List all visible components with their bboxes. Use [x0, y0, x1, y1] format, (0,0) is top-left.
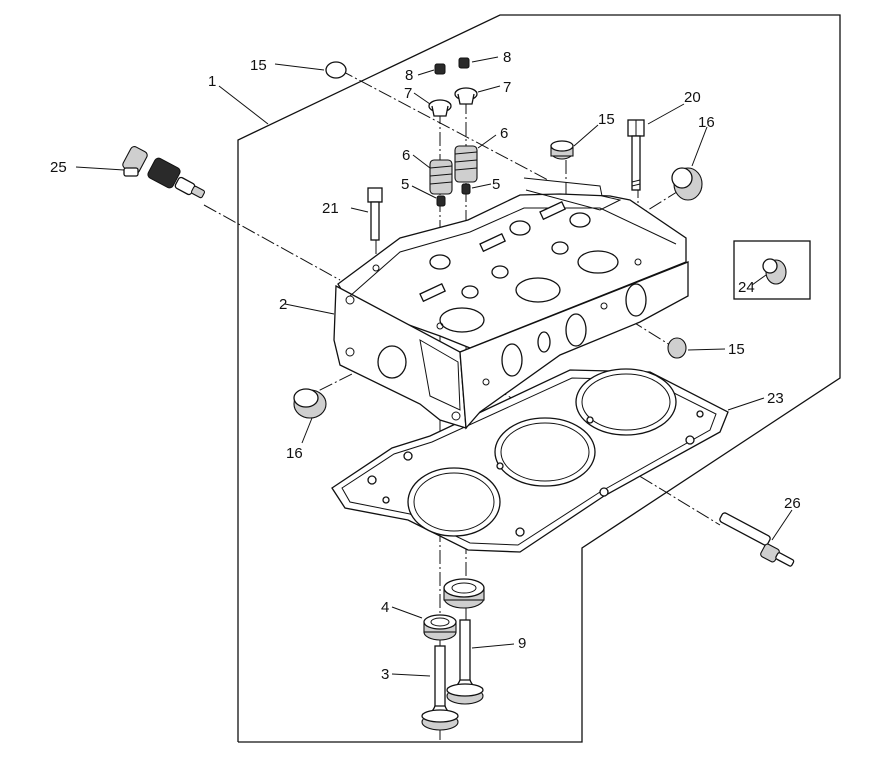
rocker-cover-gasket [523, 177, 622, 211]
sensor-25 [122, 146, 206, 199]
valve-seat-left [423, 614, 457, 641]
callout-23: 23 [767, 390, 784, 407]
callout-6-right: 6 [500, 125, 508, 142]
callout-24: 24 [738, 279, 755, 296]
callout-1: 1 [208, 73, 216, 90]
glow-plug-26 [719, 512, 795, 567]
callout-16-left: 16 [286, 445, 303, 462]
valve-stem-seal-right [461, 183, 471, 195]
callout-3: 3 [381, 666, 389, 683]
callout-6-left: 6 [402, 147, 410, 164]
valve-spring-right [454, 145, 478, 183]
callout-15-cap: 15 [598, 111, 615, 128]
leader-lines [75, 56, 793, 677]
plug-16-left [293, 388, 327, 419]
valve-9 [446, 619, 484, 705]
callout-labels: 1 2 3 4 5 5 6 6 7 7 8 8 9 15 15 15 16 16… [50, 49, 801, 683]
callout-7-left: 7 [404, 85, 412, 102]
plug-16-right [671, 167, 703, 201]
plug-15-top [325, 61, 347, 79]
valve-spring-left [429, 159, 453, 195]
cylinder-head-gasket [331, 368, 729, 553]
spring-retainer-right [454, 87, 478, 105]
inset-box-item-24 [733, 240, 811, 300]
callout-5-left: 5 [401, 176, 409, 193]
callout-4: 4 [381, 599, 389, 616]
callout-25: 25 [50, 159, 67, 176]
valve-stem-seal-left [436, 195, 446, 207]
callout-15-top: 15 [250, 57, 267, 74]
plug-15-cap [550, 140, 574, 160]
bolt-20 [627, 119, 645, 191]
plug-15-side [667, 337, 687, 359]
group-boundary-outline [237, 14, 841, 743]
callout-20: 20 [684, 89, 701, 106]
valve-keeper-right [458, 57, 470, 69]
callout-9: 9 [518, 635, 526, 652]
callout-2: 2 [279, 296, 287, 313]
valve-keeper-left [434, 63, 446, 75]
expansion-plug-24 [762, 258, 787, 285]
callout-16-right: 16 [698, 114, 715, 131]
valve-seat-right [443, 578, 485, 609]
callout-15-side: 15 [728, 341, 745, 358]
callout-5-right: 5 [492, 176, 500, 193]
callout-8-right: 8 [503, 49, 511, 66]
callout-26: 26 [784, 495, 801, 512]
spring-retainer-left [428, 99, 452, 117]
callout-7-right: 7 [503, 79, 511, 96]
callout-21: 21 [322, 200, 339, 217]
callout-8-left: 8 [405, 67, 413, 84]
valve-3 [421, 645, 459, 731]
bolt-21 [367, 187, 383, 241]
cylinder-head [333, 193, 689, 430]
